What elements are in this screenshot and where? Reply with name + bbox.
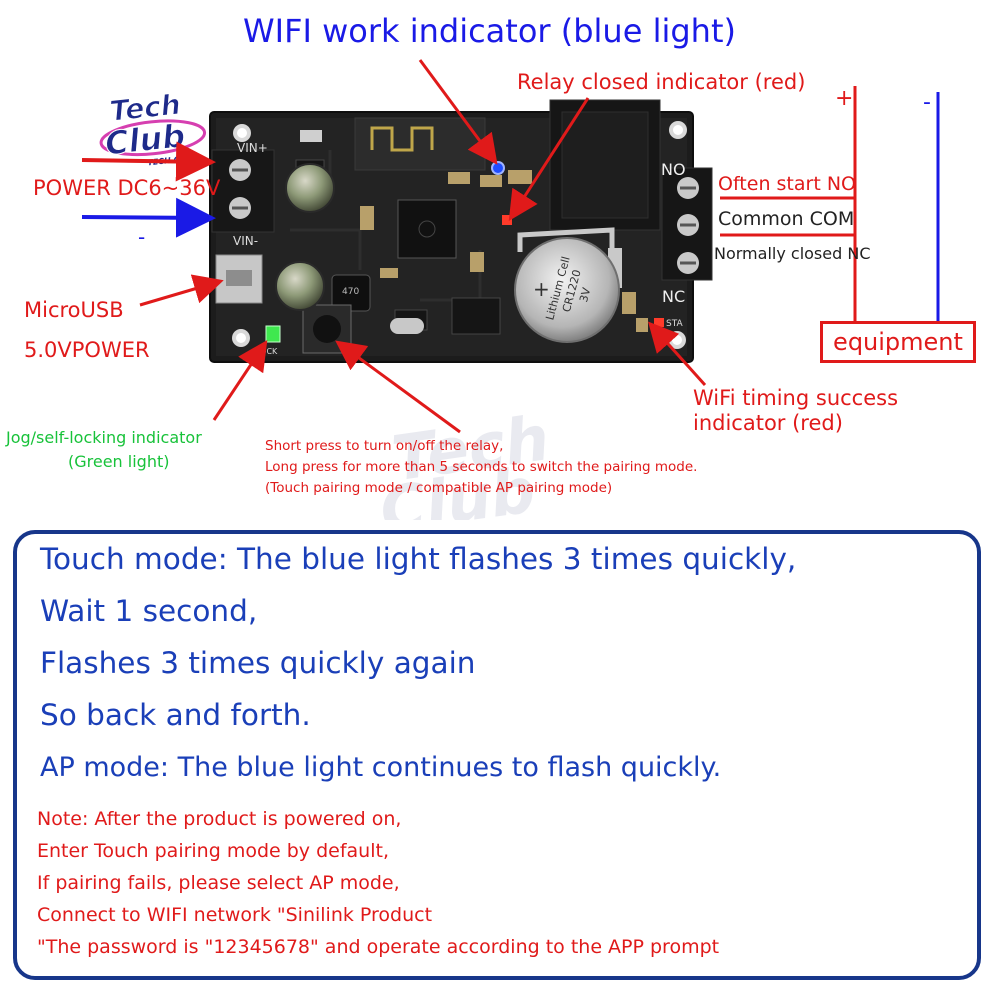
arrow-power-minus: [81, 197, 216, 238]
power-label: POWER DC6~36V: [33, 176, 221, 200]
info-line-4: So back and forth.: [40, 698, 311, 732]
com-terminal-label: Common COM: [718, 208, 855, 230]
arrow-sta-led: [647, 321, 707, 387]
wifi-timing-label: WiFi timing success: [693, 386, 899, 410]
note-line-4: Connect to WIFI network "Sinilink Produc…: [37, 904, 433, 926]
watermark: Tech Club: [376, 401, 554, 520]
logo-line1: Tech: [108, 88, 182, 128]
callout-arrows: [81, 59, 940, 434]
vin-plus-label: VIN+: [237, 141, 268, 155]
arrow-button: [335, 340, 461, 434]
arrow-jog-led: [212, 340, 268, 421]
arrow-microusb: [139, 274, 224, 307]
nc-board-label: NC: [662, 287, 685, 306]
arrow-relay-indicator: [508, 97, 590, 222]
inductor-label: 470: [342, 287, 359, 297]
battery-plus: +: [533, 277, 550, 301]
logo-line2: Club: [103, 116, 187, 162]
note-line-3: If pairing fails, please select AP mode,: [37, 872, 400, 894]
info-line-1: Touch mode: The blue light flashes 3 tim…: [40, 542, 797, 576]
note-line-1: Note: After the product is powered on,: [37, 808, 402, 830]
note-line-5: "The password is "12345678" and operate …: [37, 936, 720, 958]
arrow-power-plus: [81, 141, 216, 182]
pcb-board: 470 LOCK VIN+ VIN-: [209, 99, 713, 363]
no-board-label: NO: [661, 160, 686, 179]
power-minus-sign: -: [138, 225, 146, 249]
button-desc-line-3: (Touch pairing mode / compatible AP pair…: [265, 480, 613, 496]
nc-terminal-label: Normally closed NC: [714, 244, 871, 263]
note-line-2: Enter Touch pairing mode by default,: [37, 840, 389, 862]
no-terminal-label: Often start NO: [718, 173, 856, 195]
arrow-wifi-indicator: [418, 59, 498, 165]
microusb-label: MicroUSB: [24, 298, 124, 322]
info-line-3: Flashes 3 times quickly again: [40, 646, 476, 680]
wifi-timing-color: indicator (red): [693, 411, 843, 435]
vin-minus-label: VIN-: [233, 234, 258, 248]
equipment-box: equipment: [820, 321, 976, 363]
plus-sign: +: [835, 86, 854, 111]
tech-club-logo: Tech Club TECH CLUB: [99, 87, 207, 167]
button-desc-line-2: Long press for more than 5 seconds to sw…: [265, 459, 698, 475]
button-description: Short press to turn on/off the relay, Lo…: [265, 436, 785, 499]
microusb-power-label: 5.0VPOWER: [24, 338, 150, 362]
sta-label: STA: [666, 319, 684, 329]
jog-indicator-color: (Green light): [68, 452, 170, 471]
jog-indicator-label: Jog/self-locking indicator: [6, 428, 202, 447]
button-desc-line-1: Short press to turn on/off the relay,: [265, 438, 504, 454]
info-line-5: AP mode: The blue light continues to fla…: [40, 752, 722, 783]
relay-indicator-label: Relay closed indicator (red): [517, 70, 806, 94]
page-title: WIFI work indicator (blue light): [243, 12, 736, 50]
info-panel: Touch mode: The blue light flashes 3 tim…: [13, 530, 981, 980]
battery-label-3: 3V: [577, 286, 593, 304]
board-diagram: Tech Club 470: [81, 59, 940, 520]
info-line-2: Wait 1 second,: [40, 594, 258, 628]
minus-sign: -: [923, 90, 931, 115]
